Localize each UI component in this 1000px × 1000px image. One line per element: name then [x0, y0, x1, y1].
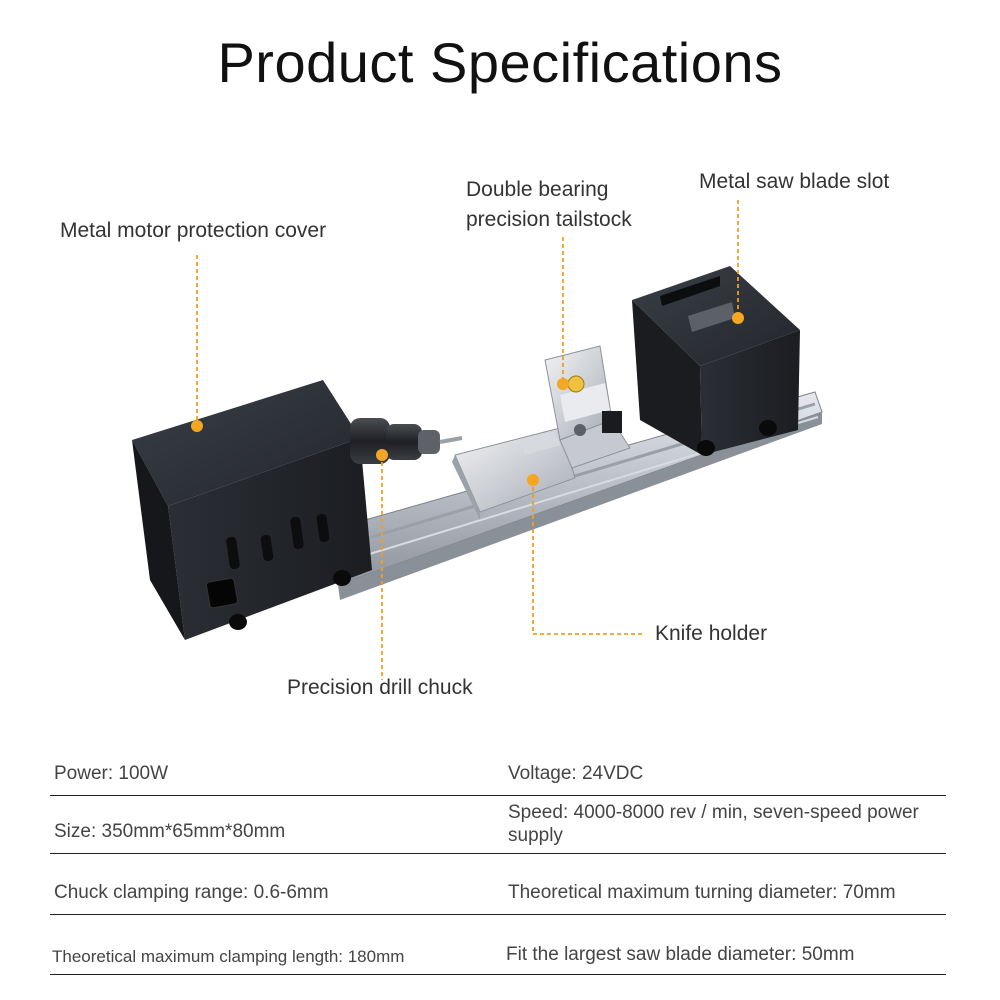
drill-chuck	[350, 418, 463, 464]
spec-row: Size: 350mm*65mm*80mm Speed: 4000-8000 r…	[50, 797, 946, 854]
marker-saw-slot	[732, 312, 744, 324]
spec-voltage: Voltage: 24VDC	[508, 763, 644, 784]
spec-size: Size: 350mm*65mm*80mm	[54, 821, 286, 842]
marker-knife-holder	[527, 474, 539, 486]
marker-drill-chuck	[376, 449, 388, 461]
label-tailstock-line1: Double bearing	[466, 178, 609, 201]
spec-row: Theoretical maximum clamping length: 180…	[50, 916, 946, 975]
spec-saw-blade: Fit the largest saw blade diameter: 50mm	[506, 944, 855, 965]
marker-motor-cover	[191, 420, 203, 432]
label-knife-holder: Knife holder	[655, 622, 768, 645]
label-motor-cover: Metal motor protection cover	[60, 219, 327, 242]
marker-tailstock	[557, 378, 569, 390]
tailstock	[544, 345, 631, 469]
spec-speed: Speed: 4000-8000 rev / min, seven-speed …	[508, 802, 919, 846]
spec-turning-diameter: Theoretical maximum turning diameter: 70…	[508, 882, 896, 903]
spec-row: Power: 100W Voltage: 24VDC	[50, 755, 946, 796]
motor-box-side	[132, 440, 185, 640]
label-saw-slot: Metal saw blade slot	[699, 170, 890, 193]
leader-knife-holder	[532, 480, 645, 635]
motor-box-top	[132, 380, 360, 506]
knife-holder	[452, 427, 576, 520]
spec-chuck-range: Chuck clamping range: 0.6-6mm	[54, 882, 329, 903]
spec-power: Power: 100W	[54, 763, 169, 784]
label-drill-chuck: Precision drill chuck	[287, 676, 473, 699]
label-tailstock-line2: precision tailstock	[466, 208, 632, 231]
mini-lathe-illustration	[132, 200, 823, 680]
power-switch	[205, 577, 239, 609]
page-title: Product Specifications	[217, 31, 783, 94]
spec-clamping-length: Theoretical maximum clamping length: 180…	[52, 947, 405, 966]
spec-row: Chuck clamping range: 0.6-6mm Theoretica…	[50, 855, 946, 915]
